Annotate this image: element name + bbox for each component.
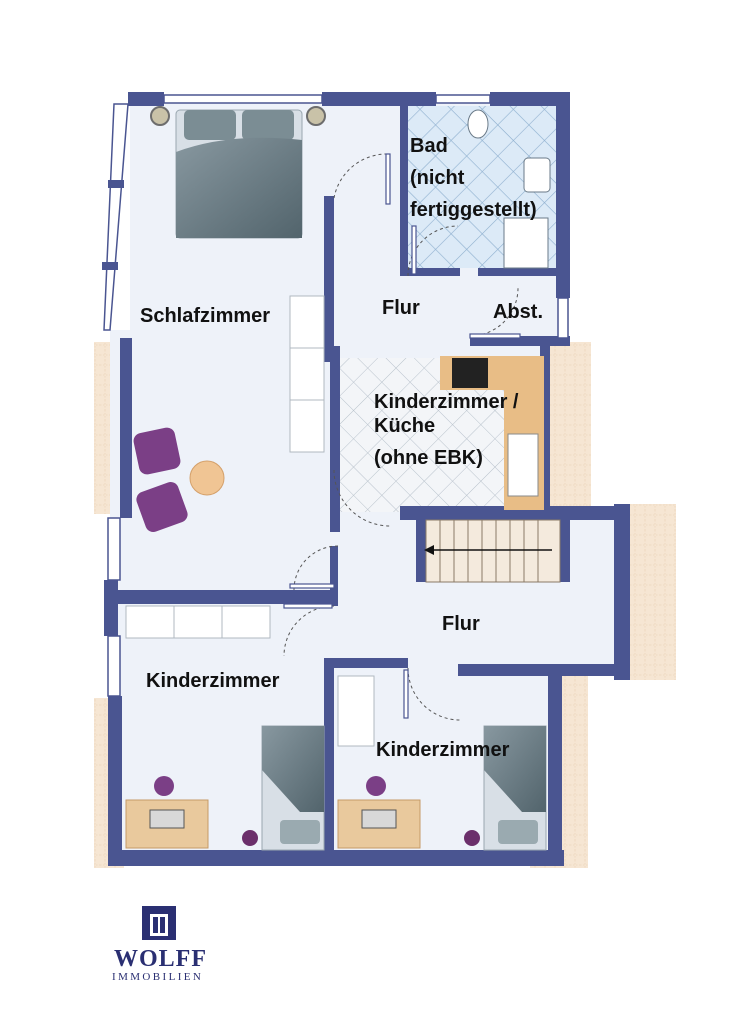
label-kinderzimmer-left: Kinderzimmer: [146, 670, 280, 692]
label-kueche-1: Kinderzimmer /: [374, 391, 519, 413]
label-kinderzimmer-right: Kinderzimmer: [376, 739, 510, 761]
logo-subtitle: IMMOBILIEN: [112, 971, 203, 983]
seating-area: [133, 427, 225, 533]
label-kueche-2: Küche: [374, 415, 435, 437]
staircase: [424, 519, 561, 583]
wardrobe: [289, 295, 325, 453]
kitchen-fixtures: [440, 356, 544, 510]
room-labels: Schlafzimmer Bad (nicht fertiggestellt) …: [140, 135, 543, 761]
label-schlafzimmer: Schlafzimmer: [140, 305, 270, 327]
double-bed: [150, 106, 326, 239]
desks: [125, 776, 480, 849]
label-flur-middle: Flur: [442, 613, 480, 635]
label-abstellraum: Abst.: [493, 301, 543, 323]
shelf: [125, 605, 271, 639]
label-kueche-3: (ohne EBK): [374, 447, 483, 469]
walls: [104, 92, 630, 866]
label-bad-note-1: (nicht: [410, 167, 465, 189]
company-logo: WOLFF IMMOBILIEN: [112, 906, 207, 983]
label-bad: Bad: [410, 135, 448, 157]
logo-name: WOLFF: [114, 946, 207, 972]
bath-fixtures: [467, 109, 551, 269]
window-posts: [102, 180, 124, 270]
door-leaves: [283, 153, 521, 719]
single-beds: [261, 675, 547, 851]
label-bad-note-2: fertiggestellt): [410, 199, 537, 221]
windows: [103, 94, 569, 697]
label-flur-top: Flur: [382, 297, 420, 319]
